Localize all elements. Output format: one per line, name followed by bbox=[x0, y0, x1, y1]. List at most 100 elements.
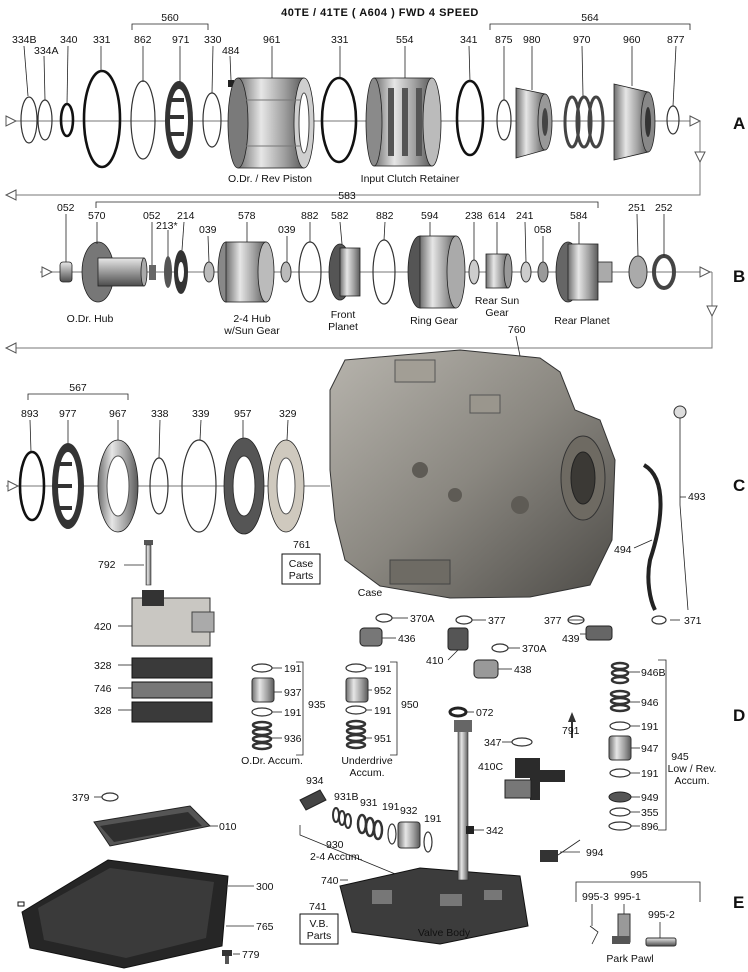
clutch-pack-957 bbox=[223, 437, 265, 535]
part-number: 578 bbox=[238, 210, 256, 222]
seal-191e bbox=[609, 721, 631, 731]
seal-896 bbox=[608, 821, 632, 831]
part-number: 191 bbox=[374, 705, 392, 717]
spring-946 bbox=[609, 689, 631, 713]
case-parts-box bbox=[281, 553, 321, 585]
rear-sun-gear-614 bbox=[485, 253, 513, 289]
part-number: 937 bbox=[284, 687, 302, 699]
part-number: 765 bbox=[256, 921, 274, 933]
plate-746 bbox=[131, 681, 213, 699]
flow-arrow-icon bbox=[4, 189, 17, 201]
part-number: 334A bbox=[34, 45, 59, 57]
sensor-410 bbox=[447, 627, 469, 651]
part-number: 977 bbox=[59, 408, 77, 420]
row-label-d: D bbox=[733, 706, 745, 725]
flow-arrow-icon bbox=[699, 266, 712, 278]
part-number: 896 bbox=[641, 821, 659, 833]
bearing-251 bbox=[628, 255, 648, 289]
part-number: 010 bbox=[219, 821, 237, 833]
caption: O.Dr. / Rev Piston bbox=[228, 173, 312, 185]
part-number: 741 bbox=[309, 901, 327, 913]
part-number: 761 bbox=[293, 539, 311, 551]
group-labels: 560 564 583 567 935 950 945 930 995 bbox=[69, 12, 689, 881]
solenoid-assembly-420 bbox=[131, 590, 215, 647]
transmission-case-760 bbox=[329, 349, 616, 599]
part-number: 792 bbox=[98, 559, 116, 571]
seal-191d bbox=[345, 705, 367, 715]
plug-342 bbox=[466, 826, 474, 834]
diagram-title: 40TE / 41TE ( A604 ) FWD 4 SPEED bbox=[281, 7, 479, 19]
part-number: 191 bbox=[382, 801, 400, 813]
front-planet-582 bbox=[328, 243, 361, 301]
bearing-058 bbox=[537, 261, 549, 283]
caption: Gear bbox=[485, 307, 509, 319]
flow-arrow-icon bbox=[4, 342, 17, 354]
row-label-b: B bbox=[733, 267, 745, 286]
part-number: 191 bbox=[284, 663, 302, 675]
bolt-792 bbox=[144, 540, 153, 586]
o-ring-371 bbox=[651, 615, 667, 625]
caption: Case bbox=[289, 558, 314, 570]
plate-329 bbox=[267, 439, 305, 533]
part-number: 893 bbox=[21, 408, 39, 420]
caption: Parts bbox=[307, 930, 332, 942]
seal-191 bbox=[251, 663, 273, 673]
ring-gear-594 bbox=[407, 235, 466, 309]
row-a-parts bbox=[20, 69, 680, 169]
flow-arrow-icon bbox=[7, 480, 20, 492]
pin-995-2 bbox=[645, 937, 677, 947]
caption: w/Sun Gear bbox=[223, 325, 280, 337]
part-number: 740 bbox=[321, 875, 339, 887]
o-ring-370ab bbox=[491, 643, 509, 653]
seal-191h bbox=[423, 831, 433, 853]
snap-ring-862 bbox=[130, 80, 156, 160]
part-number: 331 bbox=[331, 34, 349, 46]
caption: O.Dr. Hub bbox=[67, 313, 114, 325]
part-number: 877 bbox=[667, 34, 685, 46]
spring-995-3 bbox=[589, 925, 599, 945]
part-number: 214 bbox=[177, 210, 195, 222]
part-number: 791 bbox=[562, 725, 580, 737]
part-number: 420 bbox=[94, 621, 112, 633]
part-number: 191 bbox=[424, 813, 442, 825]
part-number: 995-1 bbox=[614, 891, 641, 903]
part-number: 931B bbox=[334, 791, 359, 803]
caption: Valve Body bbox=[418, 927, 471, 939]
seal-355 bbox=[609, 807, 631, 817]
caption: Parts bbox=[289, 570, 314, 582]
seal-340 bbox=[59, 102, 75, 138]
part-number: 339 bbox=[192, 408, 210, 420]
snap-ring-334a bbox=[37, 99, 53, 141]
part-number: 932 bbox=[400, 805, 418, 817]
part-number: 052 bbox=[57, 202, 75, 214]
piston-937 bbox=[251, 677, 275, 703]
part-number: 410 bbox=[426, 655, 444, 667]
part-number: 614 bbox=[488, 210, 506, 222]
piston-980 bbox=[515, 87, 553, 159]
valve-body-740 bbox=[339, 867, 529, 945]
caption: Ring Gear bbox=[410, 315, 458, 327]
cover-934 bbox=[299, 789, 327, 811]
o-ring-339 bbox=[181, 439, 217, 533]
caption: Front bbox=[331, 309, 356, 321]
part-number: 882 bbox=[376, 210, 394, 222]
caption: Accum. bbox=[349, 767, 384, 779]
part-number: 570 bbox=[88, 210, 106, 222]
part-number: 936 bbox=[284, 733, 302, 745]
rear-planet-584 bbox=[555, 241, 613, 303]
part-number: 554 bbox=[396, 34, 414, 46]
part-number: 970 bbox=[573, 34, 591, 46]
o-ring-347 bbox=[511, 737, 533, 747]
bearing-039 bbox=[203, 261, 215, 283]
group-label: 950 bbox=[401, 699, 419, 711]
snap-ring-877 bbox=[666, 105, 680, 135]
part-numbers: 334B 334A 340 331 862 971 330 484 961 33… bbox=[12, 34, 706, 961]
thrust-bearing-052 bbox=[59, 261, 73, 283]
flow-arrow-icon bbox=[694, 151, 706, 164]
spring-951 bbox=[345, 719, 367, 750]
seal-191c bbox=[345, 663, 367, 673]
part-number: 328 bbox=[94, 660, 112, 672]
harness-994 bbox=[540, 839, 581, 862]
part-number: 410C bbox=[478, 761, 504, 773]
